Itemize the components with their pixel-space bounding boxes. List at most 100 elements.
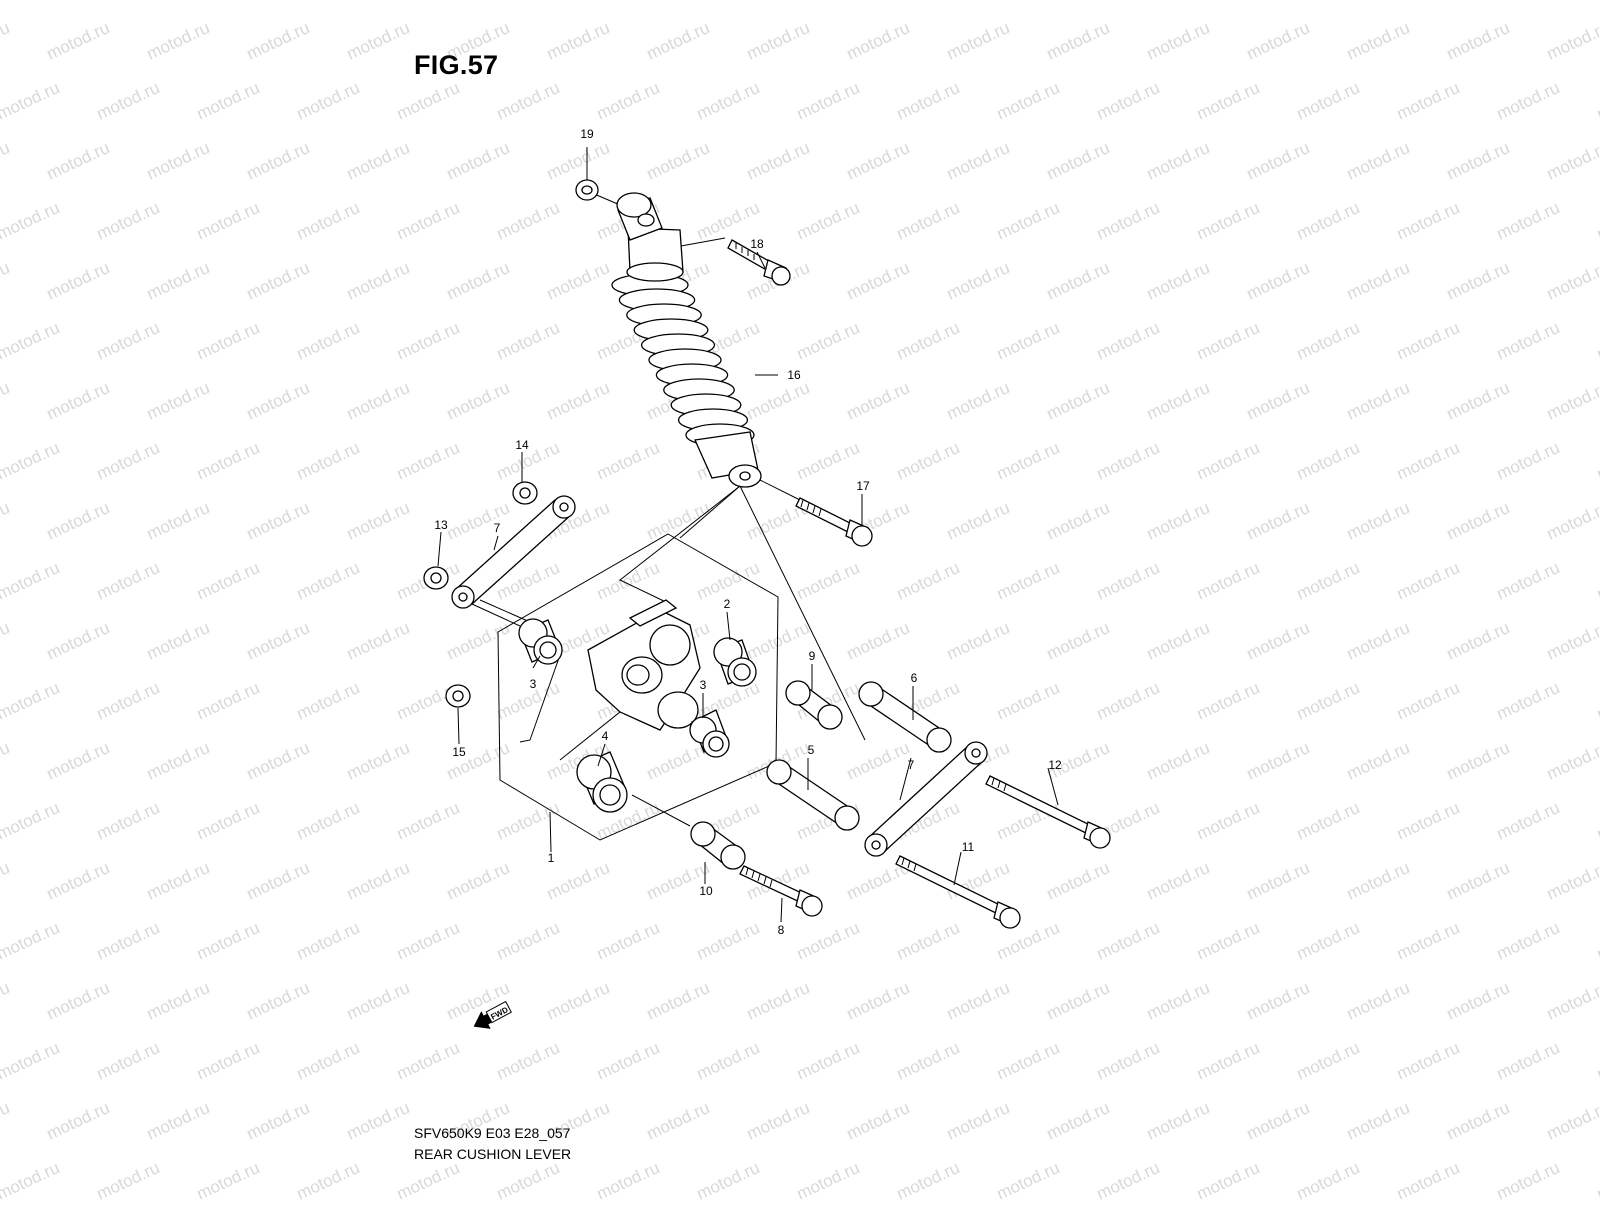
watermark-text: motod.ru — [1194, 438, 1263, 484]
watermark-text: motod.ru — [1244, 378, 1313, 424]
watermark-text: motod.ru — [694, 1038, 763, 1084]
watermark-text: motod.ru — [1494, 318, 1563, 364]
watermark-text: motod.ru — [0, 318, 62, 364]
watermark-text: motod.ru — [494, 78, 563, 124]
bolt-17 — [759, 479, 873, 547]
spacer-10 — [631, 794, 746, 870]
watermark-text: motod.ru — [344, 138, 413, 184]
watermark-text: motod.ru — [1344, 138, 1413, 184]
watermark-text: motod.ru — [44, 498, 113, 544]
bearing-3a — [518, 618, 563, 665]
watermark-text: motod.ru — [494, 0, 563, 4]
watermark-text: motod.ru — [1394, 0, 1463, 4]
watermark-text: motod.ru — [144, 618, 213, 664]
shock-absorber — [591, 192, 762, 488]
watermark-text: motod.ru — [0, 798, 62, 844]
watermark-text: motod.ru — [44, 1098, 113, 1144]
watermark-text: motod.ru — [444, 858, 513, 904]
watermark-text: motod.ru — [94, 1158, 163, 1200]
watermark-text: motod.ru — [1044, 258, 1113, 304]
watermark-text: motod.ru — [94, 798, 163, 844]
watermark-text: motod.ru — [1294, 438, 1363, 484]
watermark-text: motod.ru — [194, 678, 263, 724]
watermark-text: motod.ru — [1244, 978, 1313, 1024]
watermark-text: motod.ru — [594, 918, 663, 964]
watermark-text: motod.ru — [244, 1098, 313, 1144]
watermark-text: motod.ru — [594, 0, 663, 4]
cushion-lever — [587, 599, 701, 731]
watermark-text: motod.ru — [1544, 738, 1600, 784]
watermark-text: motod.ru — [1094, 678, 1163, 724]
watermark-text: motod.ru — [1444, 618, 1513, 664]
watermark-text: motod.ru — [0, 198, 62, 244]
watermark-text: motod.ru — [0, 0, 62, 4]
watermark-text: motod.ru — [194, 78, 263, 124]
watermark-text: motod.ru — [1194, 0, 1263, 4]
watermark-text: motod.ru — [494, 198, 563, 244]
watermark-text: motod.ru — [1444, 978, 1513, 1024]
watermark-text: motod.ru — [1594, 678, 1600, 724]
model-code: SFV650K9 E03 E28_057 — [414, 1125, 571, 1141]
watermark-text: motod.ru — [1544, 858, 1600, 904]
watermark-text: motod.ru — [144, 138, 213, 184]
watermark-text: motod.ru — [1344, 618, 1413, 664]
spacer-6 — [858, 681, 952, 753]
watermark-text: motod.ru — [1244, 498, 1313, 544]
watermark-text: motod.ru — [94, 78, 163, 124]
watermark-text: motod.ru — [0, 918, 62, 964]
watermark-text: motod.ru — [1444, 738, 1513, 784]
watermark-text: motod.ru — [44, 978, 113, 1024]
callout-17: 17 — [856, 479, 870, 493]
watermark-text: motod.ru — [1444, 378, 1513, 424]
watermark-text: motod.ru — [1394, 798, 1463, 844]
callout-16: 16 — [787, 368, 801, 382]
nut-19 — [575, 179, 599, 201]
watermark-text: motod.ru — [1444, 1098, 1513, 1144]
watermark-text: motod.ru — [1594, 798, 1600, 844]
watermark-text: motod.ru — [894, 1158, 963, 1200]
watermark-text: motod.ru — [1594, 78, 1600, 124]
watermark-text: motod.ru — [1094, 1158, 1163, 1200]
watermark-text: motod.ru — [994, 1158, 1063, 1200]
watermark-text: motod.ru — [944, 978, 1013, 1024]
watermark-text: motod.ru — [1244, 258, 1313, 304]
watermark-text: motod.ru — [1244, 138, 1313, 184]
watermark-text: motod.ru — [1094, 198, 1163, 244]
watermark-text: motod.ru — [0, 1038, 62, 1084]
watermark-text: motod.ru — [844, 1098, 913, 1144]
watermark-text: motod.ru — [0, 978, 12, 1024]
watermark-text: motod.ru — [1194, 198, 1263, 244]
watermark-text: motod.ru — [1144, 618, 1213, 664]
watermark-text: motod.ru — [994, 198, 1063, 244]
watermark-text: motod.ru — [1444, 858, 1513, 904]
watermark-text: motod.ru — [1594, 1038, 1600, 1084]
watermark-text: motod.ru — [1094, 918, 1163, 964]
watermark-text: motod.ru — [594, 78, 663, 124]
watermark-text: motod.ru — [444, 618, 513, 664]
watermark-text: motod.ru — [1594, 438, 1600, 484]
watermark-text: motod.ru — [894, 198, 963, 244]
callout-18: 18 — [750, 237, 764, 251]
watermark-text: motod.ru — [794, 918, 863, 964]
watermark-text: motod.ru — [1394, 438, 1463, 484]
watermark-text: motod.ru — [344, 618, 413, 664]
watermark-text: motod.ru — [844, 978, 913, 1024]
watermark-text: motod.ru — [544, 258, 613, 304]
watermark-text: motod.ru — [0, 738, 12, 784]
watermark-text: motod.ru — [0, 78, 62, 124]
watermark-text: motod.ru — [1144, 378, 1213, 424]
watermark-text: motod.ru — [844, 18, 913, 64]
watermark-text: motod.ru — [1444, 18, 1513, 64]
watermark-text: motod.ru — [1144, 1098, 1213, 1144]
watermark-text: motod.ru — [194, 918, 263, 964]
watermark-text: motod.ru — [1194, 558, 1263, 604]
watermark-text: motod.ru — [294, 198, 363, 244]
watermark-text: motod.ru — [844, 378, 913, 424]
watermark-text: motod.ru — [794, 558, 863, 604]
watermark-text: motod.ru — [1494, 798, 1563, 844]
watermark-text: motod.ru — [744, 18, 813, 64]
watermark-text: motod.ru — [944, 378, 1013, 424]
watermark-text: motod.ru — [94, 678, 163, 724]
watermark-text: motod.ru — [94, 1038, 163, 1084]
watermark-text: motod.ru — [194, 558, 263, 604]
